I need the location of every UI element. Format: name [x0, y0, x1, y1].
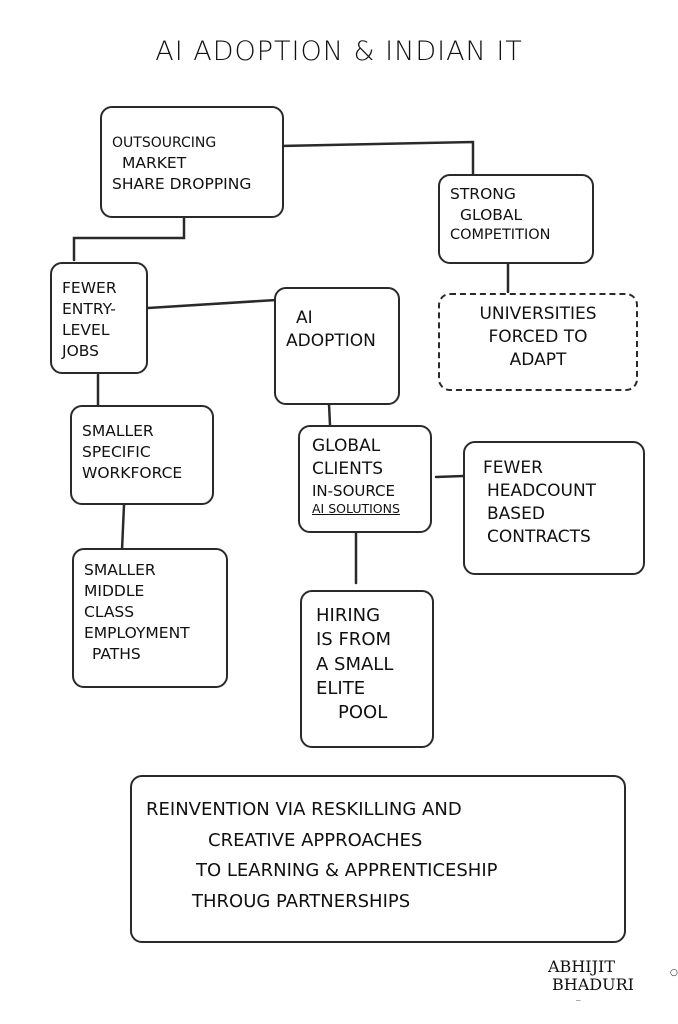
node-text: THROUG PARTNERSHIPS	[192, 890, 411, 912]
node-text: ELITE	[316, 677, 366, 699]
node-text: SHARE DROPPING	[112, 174, 252, 193]
node-universities: UNIVERSITIES FORCED TO ADAPT	[438, 293, 638, 391]
node-text: COMPETITION	[450, 226, 551, 243]
node-text: SMALLER	[82, 422, 154, 440]
author-signature: ABHIJIT BHADURI ○ ‾	[548, 957, 678, 1010]
edge-workforce-middle-class	[120, 503, 126, 552]
node-text: ENTRY-	[62, 299, 116, 318]
node-text: IN-SOURCE	[312, 481, 395, 500]
node-text: OUTSOURCING	[112, 135, 217, 151]
edge-outsourcing-competition	[278, 140, 475, 176]
node-text: HEADCOUNT	[487, 480, 597, 501]
signature-underline-mark: ‾	[576, 1000, 581, 1010]
node-text: BASED	[487, 503, 545, 524]
node-text: ADOPTION	[286, 330, 376, 351]
node-text: EMPLOYMENT	[84, 623, 190, 642]
node-hiring: HIRING IS FROM A SMALL ELITE POOL	[300, 590, 434, 748]
node-text: CREATIVE APPROACHES	[208, 829, 423, 851]
node-text: LEVEL	[62, 320, 110, 339]
node-text: POOL	[338, 702, 388, 724]
node-text: MIDDLE	[84, 581, 145, 600]
node-text: GLOBAL	[460, 205, 523, 224]
diagram-title: AI ADOPTION & INDIAN IT	[155, 36, 523, 67]
node-text: IS FROM	[316, 629, 392, 651]
node-text: SPECIFIC	[82, 442, 151, 461]
node-text: TO LEARNING & APPRENTICESHIP	[196, 860, 498, 882]
edge-insource-headcount	[434, 474, 465, 479]
node-workforce: SMALLER SPECIFIC WORKFORCE	[70, 405, 214, 505]
node-reinvention: REINVENTION VIA RESKILLING AND CREATIVE …	[130, 775, 626, 943]
node-text: STRONG	[450, 185, 516, 203]
node-text: HIRING	[316, 605, 381, 626]
node-text: AI SOLUTIONS	[312, 501, 400, 517]
node-text: ADAPT	[509, 349, 567, 370]
node-text: AI	[296, 308, 313, 328]
node-text: A SMALL	[316, 653, 394, 675]
node-outsourcing: OUTSOURCING MARKET SHARE DROPPING	[100, 106, 284, 218]
node-entry-jobs: FEWER ENTRY- LEVEL JOBS	[50, 262, 148, 374]
edge-outsourcing-entry-jobs	[72, 216, 186, 262]
node-headcount: FEWER HEADCOUNT BASED CONTRACTS	[463, 441, 645, 575]
node-text: REINVENTION VIA RESKILLING AND	[146, 799, 462, 820]
node-text: JOBS	[62, 341, 99, 360]
node-ai-adoption: AI ADOPTION	[274, 287, 400, 405]
node-middle-class: SMALLER MIDDLE CLASS EMPLOYMENT PATHS	[72, 548, 228, 688]
node-text: CLIENTS	[312, 458, 383, 479]
signature-last-name: BHADURI	[552, 975, 634, 995]
node-competition: STRONG GLOBAL COMPETITION	[438, 174, 594, 264]
node-insource: GLOBAL CLIENTS IN-SOURCE AI SOLUTIONS	[298, 425, 432, 533]
node-text: CONTRACTS	[487, 526, 591, 547]
node-text: PATHS	[92, 644, 141, 663]
node-text: WORKFORCE	[82, 463, 183, 482]
node-text: CLASS	[84, 602, 135, 621]
node-text: FEWER	[483, 458, 543, 478]
signature-first-name: ABHIJIT	[548, 957, 615, 976]
node-text: SMALLER	[84, 561, 156, 579]
node-text: FEWER	[62, 279, 117, 297]
signature-circle-mark: ○	[670, 968, 678, 978]
edge-ai-adoption-insource	[327, 402, 332, 427]
edge-entry-jobs-ai-adoption	[146, 298, 278, 310]
node-text: FORCED TO	[488, 326, 588, 347]
node-text: MARKET	[122, 153, 187, 172]
node-text: GLOBAL	[312, 436, 381, 456]
node-text: UNIVERSITIES	[479, 304, 597, 324]
